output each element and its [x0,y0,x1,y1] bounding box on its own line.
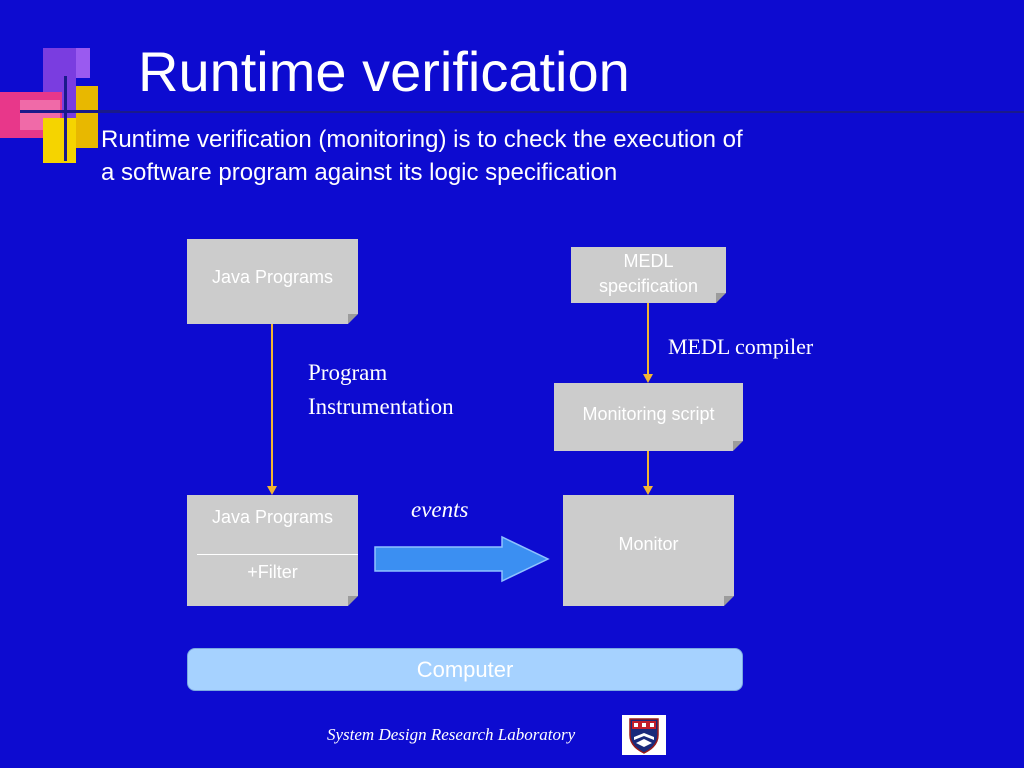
medl-spec-line-1: MEDL [623,251,674,271]
compiler-connector [647,303,649,375]
instrumentation-arrowhead [267,486,277,495]
university-shield-icon [622,715,666,755]
box-divider [197,554,358,555]
monitoring-script-label: Monitoring script [582,404,715,424]
slide-subtitle: Runtime verification (monitoring) is to … [101,123,901,189]
compiler-arrowhead [643,374,653,383]
filter-label: +Filter [247,562,298,582]
java-programs-filter-label: Java Programs [211,507,334,527]
events-label: events [411,497,469,522]
monitor-label: Monitor [618,534,679,554]
monitor-arrowhead [643,486,653,495]
page-fold-icon [348,596,358,606]
monitor-connector [647,451,649,487]
page-fold-icon [716,293,726,303]
medl-specification-box: MEDL specification [571,247,726,303]
computer-bar: Computer [187,648,743,691]
program-instrumentation-label: Program Instrumentation [308,356,454,424]
subtitle-line-2: a software program against its logic spe… [101,159,618,186]
subtitle-line-1: Runtime verification (monitoring) is to … [101,126,743,153]
monitoring-script-box: Monitoring script [554,383,743,451]
page-fold-icon [348,314,358,324]
title-divider [28,111,1024,113]
lab-name: System Design Research Laboratory [327,725,576,744]
medl-spec-line-2: specification [598,276,699,296]
medl-compiler-label: MEDL compiler [668,334,814,359]
page-fold-icon [724,596,734,606]
events-arrow [374,535,550,583]
java-programs-box: Java Programs [187,239,358,324]
monitor-box: Monitor [563,495,734,606]
page-fold-icon [733,441,743,451]
java-programs-filter-box: Java Programs +Filter [187,495,358,606]
instrumentation-connector [271,324,273,487]
java-programs-label: Java Programs [211,267,334,287]
slide-title: Runtime verification [138,40,630,103]
instrumentation-line-1: Program [308,360,388,385]
instrumentation-line-2: Instrumentation [308,394,454,419]
